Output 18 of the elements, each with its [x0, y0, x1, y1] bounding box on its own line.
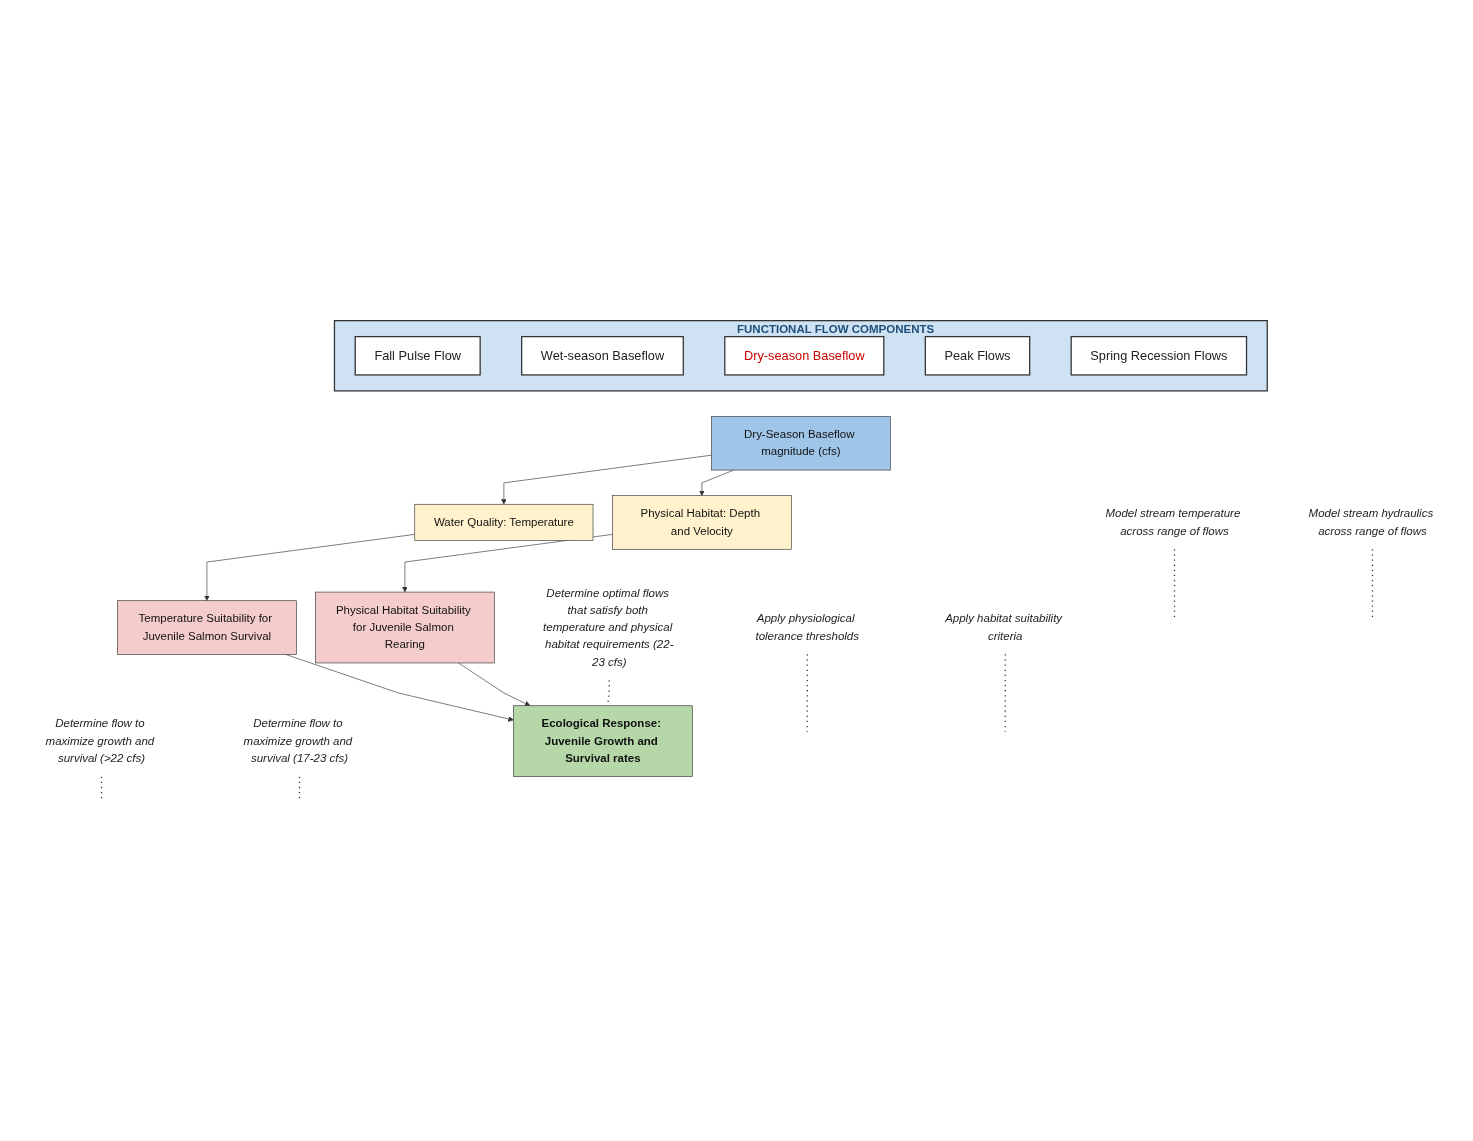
node-text: Determine flow to maximize growth and survival (>22 cfs) — [45, 716, 154, 765]
node-box: Temperature Suitability for Juvenile Salmon Survival — [116, 599, 297, 655]
node-box: Dry-season Baseflow — [723, 335, 884, 376]
node-text: Model stream temperature across range of flows — [1104, 506, 1240, 537]
node-box: Fall Pulse Flow — [354, 335, 481, 376]
node-text: Determine flow to maximize growth and survival (17-23 cfs) — [243, 716, 352, 765]
node-text: Apply habitat suitability criteria — [944, 611, 1062, 642]
node-text: Apply physiological tolerance thresholds — [754, 611, 859, 642]
node-text: Determine optimal flows that satisfy both temperature and physical habitat requirements (22-23 cfs) — [542, 585, 673, 668]
node-text: Model stream hydraulics across range of flows — [1308, 506, 1433, 537]
node-box: Physical Habitat Suitability for Juvenile Salmon Rearing — [314, 591, 495, 663]
node-box: Ecological Response: Juvenile Growth and Survival rates — [512, 704, 693, 777]
node-box: Water Quality: Temperature — [413, 503, 593, 541]
node-box: Dry-Season Baseflow magnitude (cfs) — [710, 415, 891, 470]
node-box: Physical Habitat: Depth and Velocity — [611, 494, 792, 550]
node-box: Spring Recession Flows — [1070, 335, 1247, 376]
node-box: Wet-season Baseflow — [520, 335, 684, 376]
node-box: Peak Flows — [924, 335, 1030, 376]
